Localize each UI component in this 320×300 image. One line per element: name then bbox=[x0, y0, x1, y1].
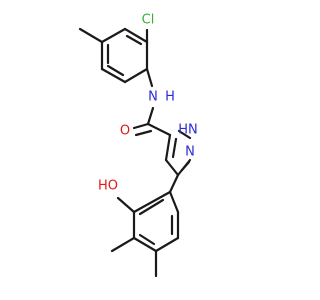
carbonyl-bond bbox=[132, 122, 150, 130]
hydroxydimethylphenyl-ring bbox=[132, 190, 180, 253]
bond bbox=[100, 67, 127, 84]
bond bbox=[132, 190, 172, 214]
chloromethylphenyl-ring bbox=[100, 27, 149, 84]
bond bbox=[123, 67, 149, 84]
amide-nitrogen-label: N bbox=[148, 90, 158, 105]
carbonyl-bond-double bbox=[134, 129, 153, 137]
bond bbox=[123, 27, 149, 44]
bond bbox=[100, 27, 127, 44]
methyl-bond bbox=[110, 236, 136, 253]
hydroxyl-label: HO bbox=[98, 179, 118, 194]
bond bbox=[154, 236, 180, 253]
carbonyl-pyrazole-bond bbox=[146, 122, 172, 137]
double-bond-inner bbox=[180, 160, 191, 172]
molecule-structure: Cl N H O HN N HO bbox=[78, 13, 198, 278]
bond bbox=[164, 158, 180, 177]
pyrazole-nh-label: HN bbox=[178, 123, 198, 138]
molecule-canvas: Cl N H O HN N HO bbox=[78, 13, 198, 278]
methyl-bond bbox=[78, 27, 104, 44]
hydroxyl-bond bbox=[116, 196, 136, 214]
double-bond-inner bbox=[125, 34, 143, 46]
carbonyl-oxygen-label: O bbox=[120, 124, 130, 139]
bond bbox=[132, 236, 158, 253]
pyrazole-ring bbox=[164, 129, 192, 177]
bond bbox=[177, 129, 192, 140]
bond bbox=[164, 133, 172, 162]
double-bond-inner bbox=[106, 64, 125, 77]
double-bond-inner bbox=[138, 233, 156, 246]
aryl-n-bond bbox=[145, 67, 154, 88]
chlorine-atom-label: Cl bbox=[142, 13, 155, 28]
n-carbonyl-bond bbox=[146, 106, 155, 126]
double-bond-inner bbox=[171, 137, 178, 159]
double-bond-inner bbox=[138, 198, 165, 216]
pyrazole-aryl-bond bbox=[168, 173, 180, 194]
amide-hydrogen-label: H bbox=[165, 90, 175, 105]
pyrazole-nitrogen-label: N bbox=[185, 145, 195, 160]
bond bbox=[168, 190, 180, 214]
